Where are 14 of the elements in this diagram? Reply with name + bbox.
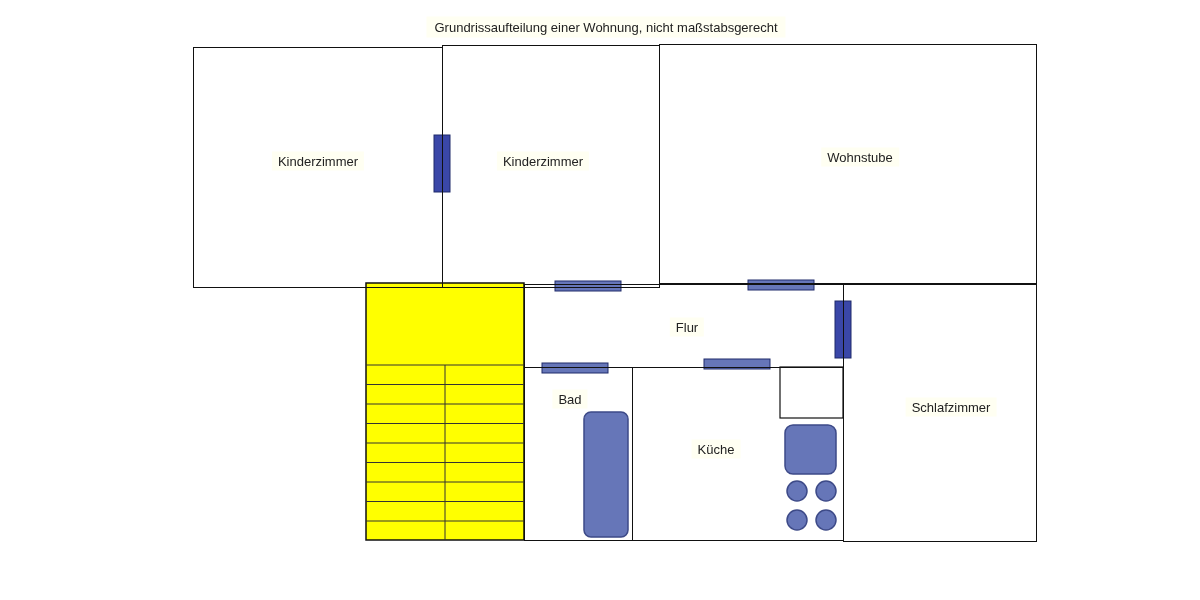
room-label: Bad: [552, 389, 588, 409]
room: [524, 367, 633, 541]
room-label: Schlafzimmer: [905, 397, 997, 417]
room-label: Wohnstube: [821, 147, 899, 167]
room: [524, 284, 844, 368]
room-label: Kinderzimmer: [496, 151, 590, 171]
room-label: Kinderzimmer: [271, 151, 365, 171]
room-label: Küche: [691, 439, 741, 459]
room: [442, 45, 660, 288]
room: [193, 47, 443, 288]
room-label: Flur: [669, 317, 705, 337]
title: Grundrissaufteilung einer Wohnung, nicht maßstabsgerecht: [426, 16, 786, 38]
room: [659, 44, 1037, 284]
room: [843, 284, 1037, 542]
